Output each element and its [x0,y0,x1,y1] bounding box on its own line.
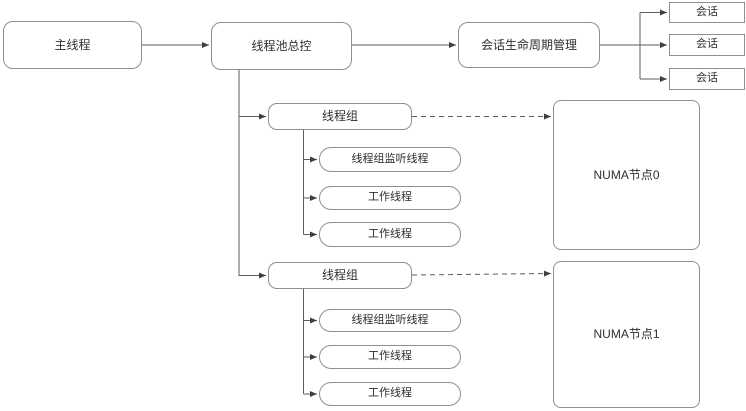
node-group1-worker1-label: 工作线程 [368,191,412,204]
node-group1-listener-thread: 线程组监听线程 [319,147,461,172]
edge-pool-to-group2 [238,70,266,279]
node-group2-worker-thread-1: 工作线程 [319,345,461,369]
node-numa-1: NUMA节点1 [553,261,700,408]
node-numa-0-label: NUMA节点0 [593,167,660,182]
node-group2-listener-thread: 线程组监听线程 [319,309,461,332]
node-group1-worker2-label: 工作线程 [368,227,412,240]
node-thread-group-2-label: 线程组 [321,268,358,283]
node-session-lifecycle: 会话生命周期管理 [458,22,600,68]
node-main-thread-label: 主线程 [54,37,91,52]
node-session-2: 会话 [669,34,745,56]
node-group1-worker-thread-2: 工作线程 [319,222,461,247]
node-numa-0: NUMA节点0 [553,100,700,250]
node-group1-worker-thread-1: 工作线程 [319,186,461,210]
node-main-thread: 主线程 [3,21,142,69]
node-session-1-label: 会话 [696,5,718,18]
node-pool-controller: 线程池总控 [211,22,352,70]
node-session-3-label: 会话 [696,72,718,85]
node-numa-1-label: NUMA节点1 [593,327,660,342]
edge-group2-to-numa1 [411,270,552,277]
node-session-lifecycle-label: 会话生命周期管理 [480,37,577,52]
node-session-1: 会话 [669,2,745,23]
node-thread-group-1: 线程组 [268,103,412,130]
node-thread-group-2: 线程组 [268,262,412,289]
node-pool-controller-label: 线程池总控 [251,38,312,53]
node-thread-group-1-label: 线程组 [321,109,358,124]
node-group2-worker2-label: 工作线程 [368,387,412,400]
node-session-2-label: 会话 [696,38,718,51]
node-group2-worker1-label: 工作线程 [368,350,412,363]
node-group2-listener-label: 线程组监听线程 [351,313,429,326]
edge-lifecycle-branch [600,12,641,79]
node-session-3: 会话 [669,68,745,90]
node-group1-listener-label: 线程组监听线程 [351,152,429,165]
node-group2-worker-thread-2: 工作线程 [319,382,461,406]
